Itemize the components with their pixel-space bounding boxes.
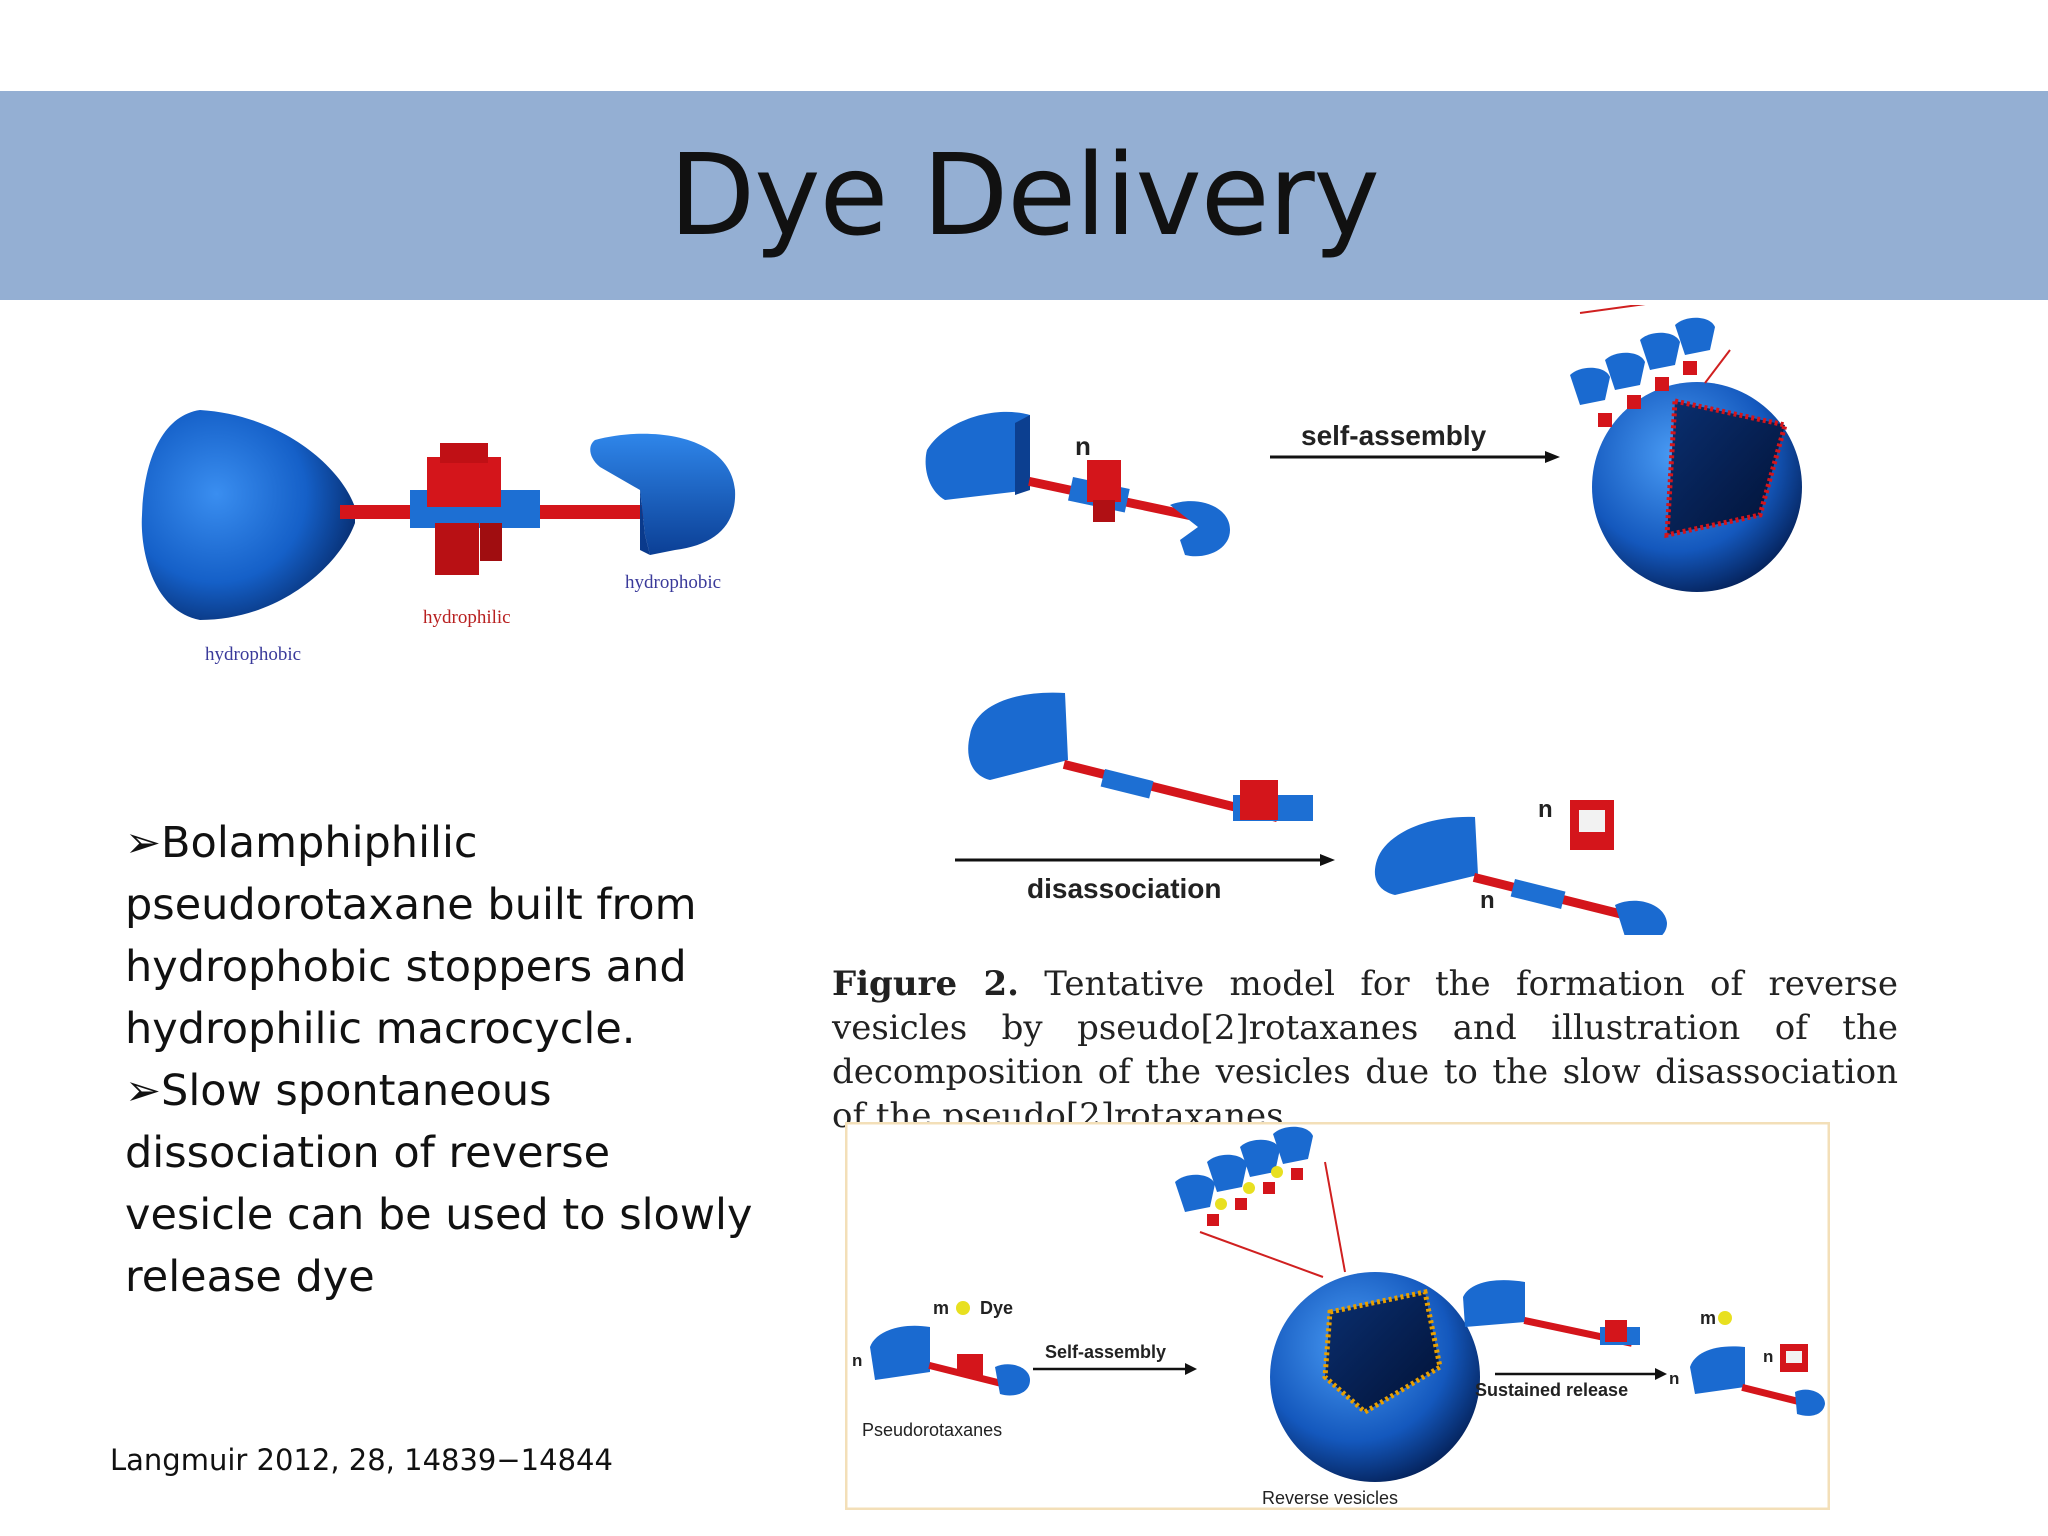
self-assembly-figure: n self-assembly disassociation n n (925, 305, 1802, 935)
label-sustained-release: Sustained release (1475, 1380, 1628, 1400)
label-n-left: n (852, 1351, 862, 1370)
figure-caption: Figure 2. Tentative model for the format… (832, 962, 1898, 1138)
label-self-assembly-release: Self-assembly (1045, 1342, 1166, 1362)
label-n-product-axle: n (1480, 887, 1495, 914)
label-n-product-ring: n (1538, 796, 1553, 823)
caption-text: Tentative model for the formation of rev… (832, 964, 1898, 1136)
monomer-middle-shape (968, 692, 1068, 780)
label-self-assembly: self-assembly (1301, 420, 1487, 451)
sustained-release-figure: m Dye n Pseudorotaxanes Self-assembly Re… (845, 1122, 1830, 1510)
label-disassociation: disassociation (1027, 873, 1222, 904)
label-n-top: n (1075, 431, 1091, 461)
bullet-item-2: ➢Slow spontaneous dissociation of revers… (125, 1066, 753, 1302)
slide-title: Dye Delivery (669, 130, 1380, 261)
label-m-dye: m (933, 1298, 949, 1318)
dye-dot (956, 1301, 970, 1315)
bullet-list: ➢Bolamphiphilic pseudorotaxane built fro… (125, 812, 765, 1308)
label-m-released: m (1700, 1308, 1716, 1328)
label-dye: Dye (980, 1298, 1013, 1318)
label-hydrophobic-right: hydrophobic (625, 572, 721, 593)
label-hydrophobic-left: hydrophobic (205, 644, 301, 665)
label-n-released-ring: n (1763, 1347, 1773, 1366)
label-pseudorotaxanes: Pseudorotaxanes (862, 1420, 1002, 1440)
title-band (0, 91, 2048, 300)
monomer-top-shape (925, 411, 1030, 500)
caption-prefix: Figure 2. (832, 964, 1019, 1004)
label-hydrophilic: hydrophilic (423, 607, 511, 628)
label-reverse-vesicles: Reverse vesicles (1262, 1488, 1398, 1508)
citation: Langmuir 2012, 28, 14839−14844 (110, 1443, 613, 1477)
label-n-released-axle: n (1669, 1369, 1679, 1388)
bullet-item-1: ➢Bolamphiphilic pseudorotaxane built fro… (125, 818, 697, 1054)
dye-dot-released (1718, 1311, 1732, 1325)
pseudorotaxane-structure-figure: hydrophobic hydrophilic hydrophobic (141, 410, 736, 665)
stopper-right-shape (590, 433, 736, 555)
stopper-left-shape (141, 410, 355, 620)
